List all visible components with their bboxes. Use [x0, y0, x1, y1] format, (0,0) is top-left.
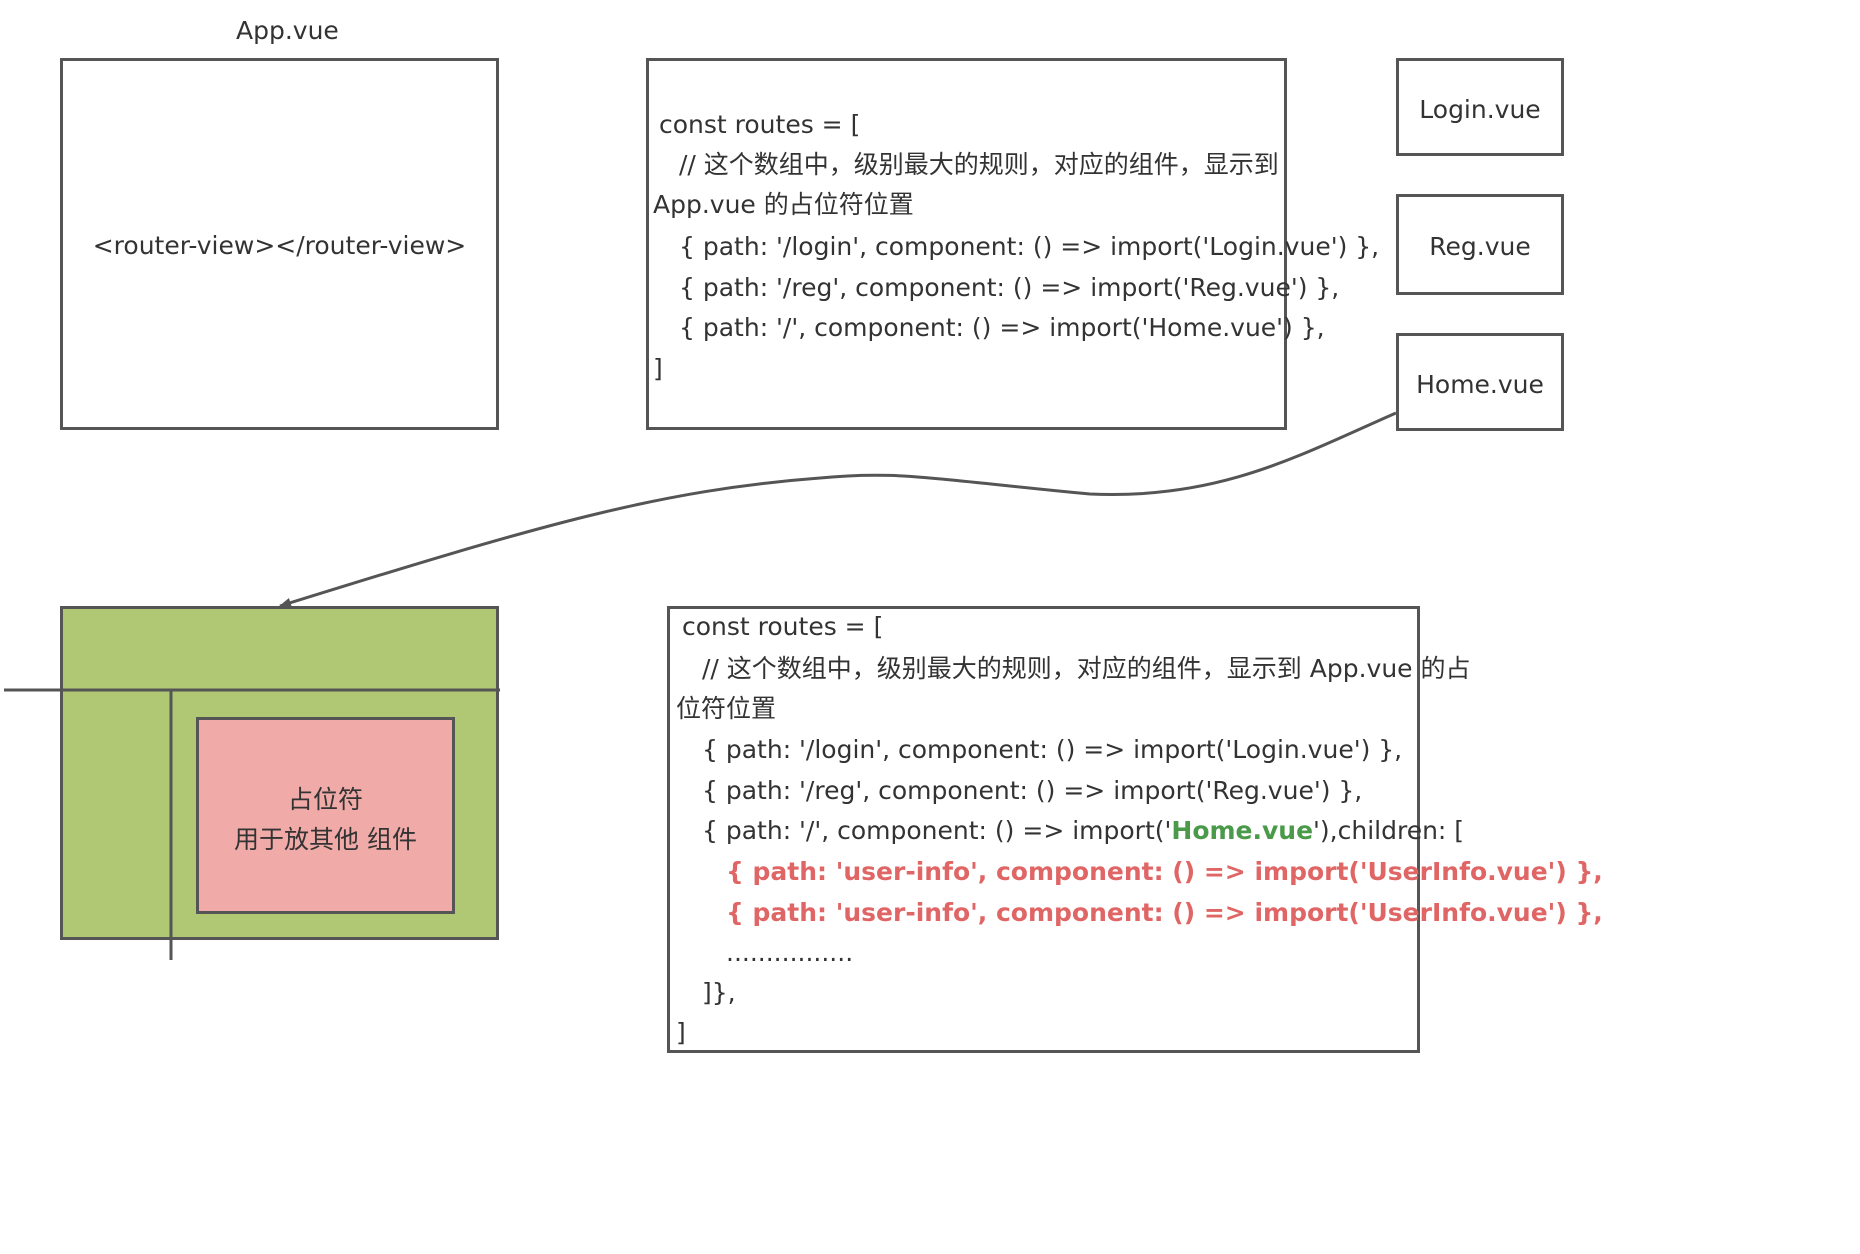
home-vue-box: Home.vue [1396, 333, 1564, 431]
ellipsis-dots: ................ [726, 938, 854, 967]
reg-vue-box: Reg.vue [1396, 194, 1564, 295]
routes-code-box-bottom: const routes = [ // 这个数组中，级别最大的规则，对应的组件，… [667, 606, 1603, 1053]
code-line: ]}, [702, 978, 736, 1007]
code-line: { path: '/', component: () => import('Ho… [679, 313, 1325, 342]
router-view-tag: <router-view></router-view> [92, 231, 467, 260]
code-line: const routes = [ [682, 612, 884, 641]
code-line: { path: '/login', component: () => impor… [679, 232, 1380, 261]
home-vue-highlight: Home.vue [1171, 816, 1314, 845]
login-vue-label: Login.vue [1419, 95, 1541, 124]
code-segment: { path: '/', component: () => import(' [702, 816, 1172, 845]
child-route-line: { path: 'user-info', component: () => im… [726, 898, 1603, 927]
code-segment: '),children: [ [1313, 816, 1465, 845]
code-line: ] [653, 354, 663, 383]
placeholder-label: 占位符 [287, 785, 363, 814]
code-line: { path: '/reg', component: () => import(… [679, 273, 1340, 302]
code-line: const routes = [ [659, 110, 861, 139]
code-line: { path: '/reg', component: () => import(… [702, 776, 1363, 805]
child-route-line: { path: 'user-info', component: () => im… [726, 857, 1603, 886]
reg-vue-label: Reg.vue [1429, 232, 1531, 261]
code-comment: // 这个数组中，级别最大的规则，对应的组件，显示到 App.vue 的占 [702, 654, 1471, 683]
home-to-layout-arrow [279, 411, 1397, 608]
placeholder-description: 用于放其他 组件 [234, 825, 417, 854]
code-line: ] [676, 1018, 686, 1047]
code-comment: // 这个数组中，级别最大的规则，对应的组件，显示到 [679, 150, 1279, 179]
app-vue-box: <router-view></router-view> [60, 58, 499, 430]
login-vue-box: Login.vue [1396, 58, 1564, 156]
code-line-home-route: { path: '/', component: () => import('Ho… [702, 807, 1464, 855]
code-comment: 位符位置 [676, 694, 777, 723]
code-line: { path: '/login', component: () => impor… [702, 735, 1403, 764]
code-comment: App.vue 的占位符位置 [653, 190, 914, 219]
home-vue-label: Home.vue [1416, 370, 1544, 399]
routes-code-box-top: const routes = [ // 这个数组中，级别最大的规则，对应的组件，… [646, 58, 1379, 430]
placeholder-box: 占位符 用于放其他 组件 [196, 717, 455, 914]
app-vue-title: App.vue [236, 16, 339, 45]
